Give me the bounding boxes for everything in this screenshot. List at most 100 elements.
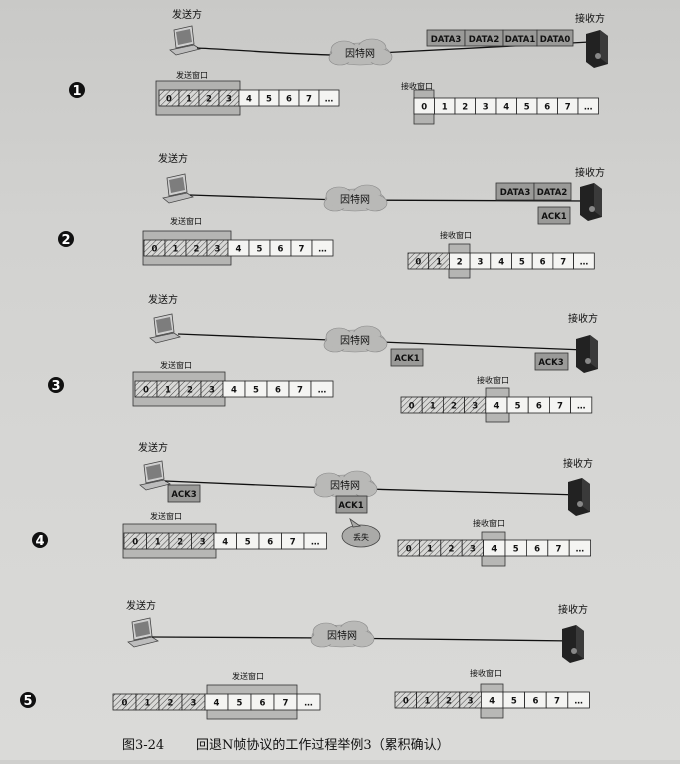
seq-number: 6 xyxy=(534,545,540,555)
step-number-badge xyxy=(20,692,36,708)
sender-laptop-icon xyxy=(149,313,181,344)
seq-number: 1 xyxy=(186,95,192,105)
ack-packet: ACK1 xyxy=(394,354,419,364)
seq-number: 2 xyxy=(187,386,193,396)
seq-number: … xyxy=(304,699,313,709)
lost-label: 丢失 xyxy=(353,532,369,542)
send-window-label: 发送窗口 xyxy=(160,360,192,370)
packet-queue: DATA3 DATA2 DATA1 DATA0 xyxy=(426,29,574,47)
seq-number: 1 xyxy=(173,245,179,255)
seq-number: 2 xyxy=(457,258,463,268)
seq-cell xyxy=(311,239,334,257)
seq-number: … xyxy=(577,402,586,412)
recv-window-label: 接收窗口 xyxy=(401,81,433,91)
seq-number: 6 xyxy=(536,402,542,412)
sender-laptop-icon xyxy=(139,460,171,491)
ack-packet: ACK3 xyxy=(171,490,196,500)
seq-number: 5 xyxy=(519,258,525,268)
seq-number: 2 xyxy=(168,699,174,709)
seq-number: 0 xyxy=(152,245,158,255)
seq-number: 0 xyxy=(421,103,427,113)
seq-number: 7 xyxy=(290,538,296,548)
seq-number: 0 xyxy=(409,402,415,412)
network-label: 因特网 xyxy=(327,630,357,642)
seq-number: 4 xyxy=(489,697,495,707)
seq-number: 6 xyxy=(278,245,284,255)
step-number: 3 xyxy=(51,379,60,394)
seq-cell xyxy=(570,396,593,414)
packet: DATA3 xyxy=(500,188,531,198)
seq-number: 2 xyxy=(206,95,212,105)
sender-laptop-icon xyxy=(162,173,194,204)
seq-number: 5 xyxy=(245,538,251,548)
seq-number: 6 xyxy=(532,697,538,707)
seq-number: 3 xyxy=(477,258,483,268)
seq-number: 3 xyxy=(483,103,489,113)
seq-number: 3 xyxy=(472,402,478,412)
network-label: 因特网 xyxy=(330,480,360,492)
seq-number: 3 xyxy=(468,697,474,707)
seq-number: 7 xyxy=(297,386,303,396)
seq-number: 4 xyxy=(236,245,242,255)
network-label: 因特网 xyxy=(340,335,370,347)
seq-cell xyxy=(296,693,321,711)
send-window-label: 发送窗口 xyxy=(150,511,182,521)
seq-number: … xyxy=(311,538,320,548)
seq-number: … xyxy=(576,545,585,555)
seq-number: 6 xyxy=(540,258,546,268)
seq-number: … xyxy=(584,103,593,113)
packet: DATA1 xyxy=(505,35,536,45)
sender-label: 发送方 xyxy=(158,152,188,165)
seq-number: 3 xyxy=(209,386,215,396)
seq-number: 7 xyxy=(560,258,566,268)
seq-number: 4 xyxy=(503,103,509,113)
receiver-server-icon xyxy=(562,625,584,663)
seq-number: 2 xyxy=(462,103,468,113)
sender-label: 发送方 xyxy=(172,8,202,21)
step-1: 1 发送方 因特网 DATA3 DATA2 DATA1 DATA0 接收方 发送… xyxy=(69,8,608,125)
seq-number: 0 xyxy=(122,699,128,709)
packet: DATA0 xyxy=(540,35,571,45)
seq-number: 5 xyxy=(515,402,521,412)
ack-packet: ACK1 xyxy=(338,501,363,511)
recv-window-label: 接收窗口 xyxy=(477,375,509,385)
seq-number: 0 xyxy=(166,95,172,105)
network-label: 因特网 xyxy=(345,48,375,60)
ack-queue: ACK3 ACK1 xyxy=(167,484,368,514)
seq-number: 5 xyxy=(513,545,519,555)
sender-laptop-icon xyxy=(127,617,159,648)
ack-packet: ACK3 xyxy=(538,358,563,368)
seq-number: 5 xyxy=(524,103,530,113)
seq-number: 4 xyxy=(491,545,497,555)
recv-window-label: 接收窗口 xyxy=(440,230,472,240)
figure-number: 图3-24 xyxy=(122,738,164,753)
figure-caption: 回退N帧协议的工作过程举例3（累积确认） xyxy=(196,737,450,753)
step-number-badge xyxy=(48,377,64,393)
seq-number: 2 xyxy=(194,245,200,255)
seq-number: … xyxy=(318,245,327,255)
seq-number: 7 xyxy=(557,402,563,412)
receiver-server-icon xyxy=(586,30,608,68)
seq-number: 1 xyxy=(427,545,433,555)
packet-queue: DATA3 DATA2 ACK1 xyxy=(495,182,572,225)
recv-window-label: 接收窗口 xyxy=(470,668,502,678)
receiver-label: 接收方 xyxy=(563,457,593,470)
seq-number: 5 xyxy=(511,697,517,707)
seq-cell xyxy=(567,691,590,709)
seq-number: 0 xyxy=(406,545,412,555)
step-number-badge xyxy=(32,532,48,548)
ack-packet: ACK1 xyxy=(541,212,566,222)
receiver-label: 接收方 xyxy=(568,312,598,325)
seq-number: 6 xyxy=(544,103,550,113)
seq-number: 1 xyxy=(436,258,442,268)
step-number-badge xyxy=(58,231,74,247)
seq-number: 0 xyxy=(143,386,149,396)
seq-number: 7 xyxy=(283,699,289,709)
